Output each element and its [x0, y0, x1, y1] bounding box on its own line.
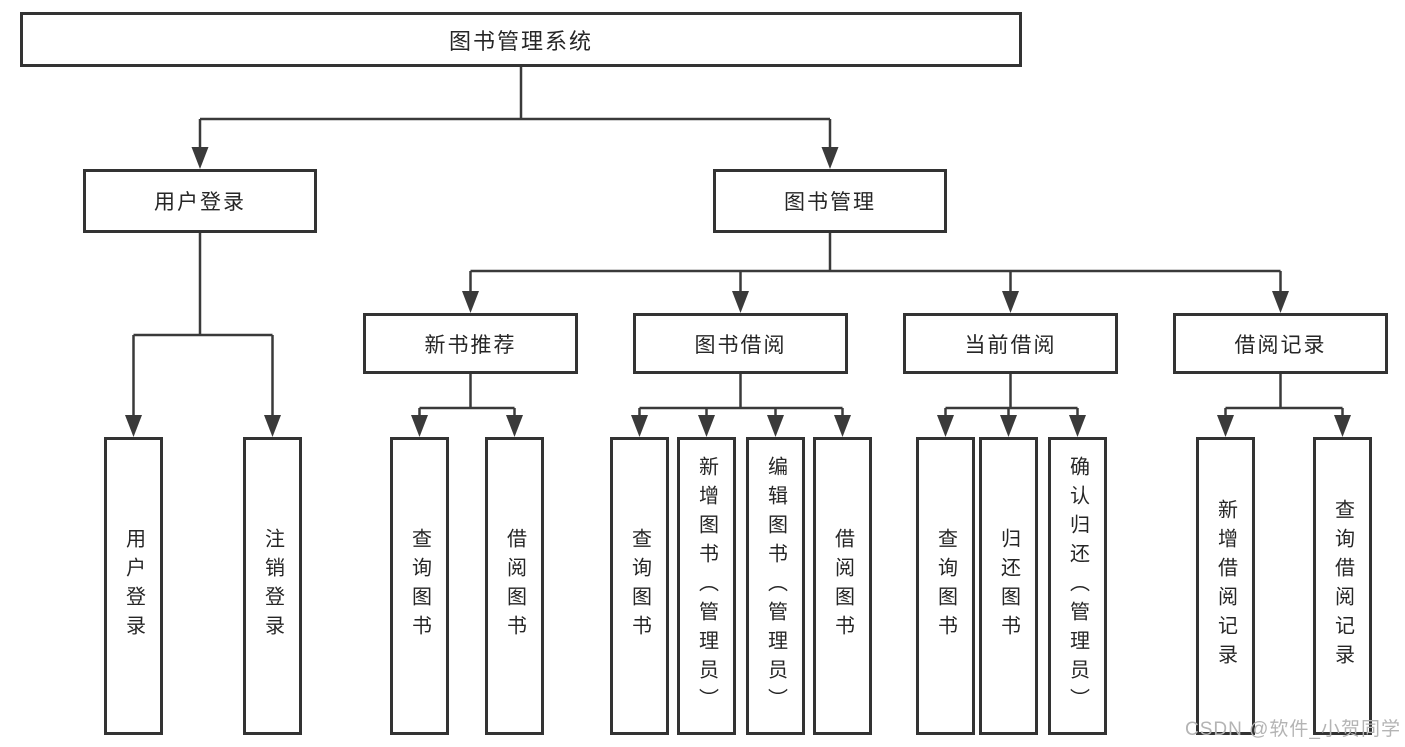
node-root-label: 图书管理系统: [448, 28, 593, 54]
leaf-logout: 注销登录: [243, 437, 302, 735]
leaf-query-book-current-label: 查询图书: [934, 528, 957, 644]
leaf-borrow-book-recommend: 借阅图书: [485, 437, 544, 735]
node-current-borrowing-label: 当前借阅: [964, 333, 1057, 357]
node-root: 图书管理系统: [20, 12, 1022, 67]
leaf-confirm-return-admin: 确认归还（管理员）: [1048, 437, 1107, 735]
leaf-query-book-borrowing-label: 查询图书: [628, 528, 651, 644]
leaf-return-book-label: 归还图书: [997, 528, 1020, 644]
node-user-login: 用户登录: [83, 169, 317, 233]
leaf-query-book-borrowing: 查询图书: [610, 437, 669, 735]
leaf-borrow-book: 借阅图书: [813, 437, 872, 735]
node-book-management: 图书管理: [713, 169, 947, 233]
leaf-logout-label: 注销登录: [261, 528, 284, 644]
leaf-add-borrow-record: 新增借阅记录: [1196, 437, 1255, 735]
node-book-borrowing: 图书借阅: [633, 313, 848, 374]
node-borrowing-records: 借阅记录: [1173, 313, 1388, 374]
leaf-query-borrow-record: 查询借阅记录: [1313, 437, 1372, 735]
leaf-edit-book-admin: 编辑图书（管理员）: [746, 437, 805, 735]
leaf-query-borrow-record-label: 查询借阅记录: [1331, 499, 1354, 673]
node-new-book-recommend-label: 新书推荐: [424, 333, 517, 357]
leaf-borrow-book-recommend-label: 借阅图书: [503, 528, 526, 644]
leaf-query-book-current: 查询图书: [916, 437, 975, 735]
node-user-login-label: 用户登录: [154, 191, 246, 214]
node-current-borrowing: 当前借阅: [903, 313, 1118, 374]
leaf-confirm-return-admin-label: 确认归还（管理员）: [1066, 455, 1089, 717]
csdn-watermark: CSDN @软件_小贺同学: [1185, 719, 1401, 740]
node-book-borrowing-label: 图书借阅: [694, 333, 787, 357]
leaf-add-borrow-record-label: 新增借阅记录: [1214, 499, 1237, 673]
node-book-management-label: 图书管理: [784, 191, 876, 214]
leaf-user-login-label: 用户登录: [122, 528, 145, 644]
leaf-add-book-admin: 新增图书（管理员）: [677, 437, 736, 735]
node-new-book-recommend: 新书推荐: [363, 313, 578, 374]
node-borrowing-records-label: 借阅记录: [1234, 333, 1327, 357]
leaf-borrow-book-label: 借阅图书: [831, 528, 854, 644]
leaf-user-login: 用户登录: [104, 437, 163, 735]
leaf-query-book-recommend-label: 查询图书: [408, 528, 431, 644]
leaf-add-book-admin-label: 新增图书（管理员）: [695, 455, 718, 717]
leaf-edit-book-admin-label: 编辑图书（管理员）: [764, 455, 787, 717]
leaf-return-book: 归还图书: [979, 437, 1038, 735]
leaf-query-book-recommend: 查询图书: [390, 437, 449, 735]
